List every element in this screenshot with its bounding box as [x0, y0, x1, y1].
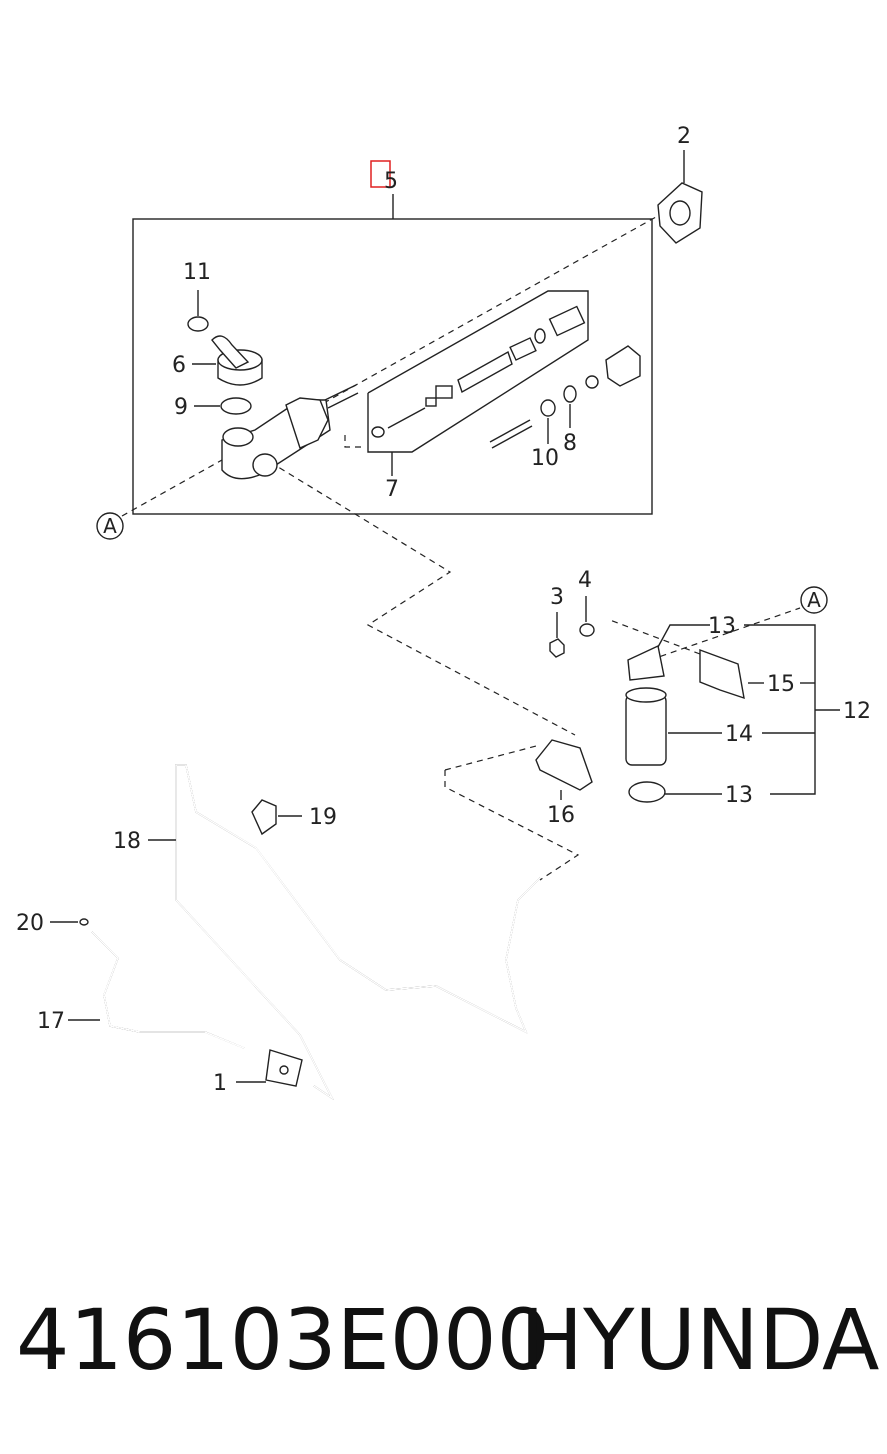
callout-18: 18 — [113, 829, 141, 854]
gasket-plate — [657, 150, 703, 244]
callout-10: 10 — [531, 446, 559, 471]
callout-16: 16 — [547, 803, 575, 828]
o-ring — [194, 397, 252, 415]
pipe-clip — [251, 799, 302, 836]
brand-name: HYUNDAI — [520, 1291, 887, 1389]
callout-13-bottom: 13 — [725, 783, 753, 808]
callout-7: 7 — [385, 477, 399, 502]
parts-diagram: A A 1 2 3 4 5 6 7 8 9 10 11 12 13 13 14 … — [16, 124, 871, 1101]
reference-label: A — [807, 588, 821, 612]
callout-1: 1 — [213, 1071, 227, 1096]
callout-14: 14 — [725, 722, 753, 747]
master-cylinder-body — [221, 384, 359, 480]
push-rod-washers — [540, 375, 599, 444]
callout-5-highlight — [370, 160, 391, 188]
pipe-bracket — [535, 739, 593, 800]
callout-5: 5 — [384, 169, 398, 194]
repair-kit-outline — [367, 290, 589, 453]
callout-20: 20 — [16, 911, 44, 936]
reference-label: A — [103, 514, 117, 538]
piston-kit — [371, 305, 586, 449]
callout-4: 4 — [578, 568, 592, 593]
hose-fitting — [50, 918, 89, 926]
reservoir-cap — [192, 335, 263, 386]
callout-19: 19 — [309, 805, 337, 830]
callout-13-top: 13 — [708, 614, 736, 639]
callout-9: 9 — [174, 395, 188, 420]
callout-2: 2 — [677, 124, 691, 149]
hose-clip — [187, 290, 209, 332]
release-cylinder-group — [625, 624, 840, 803]
reference-marker-a1: A — [96, 512, 124, 540]
clutch-pipe — [175, 764, 541, 1101]
callout-17: 17 — [37, 1009, 65, 1034]
hose-bracket — [236, 1049, 303, 1087]
callout-6: 6 — [172, 353, 186, 378]
master-cylinder-box — [132, 194, 653, 515]
reference-marker-a2: A — [800, 586, 828, 614]
callout-11: 11 — [183, 260, 211, 285]
callout-15: 15 — [767, 672, 795, 697]
part-number: 416103E000 — [16, 1291, 551, 1389]
clevis-yoke — [605, 345, 641, 387]
mounting-nut-washer — [549, 596, 595, 658]
callout-8: 8 — [563, 431, 577, 456]
callout-3: 3 — [550, 585, 564, 610]
callout-12: 12 — [843, 699, 871, 724]
